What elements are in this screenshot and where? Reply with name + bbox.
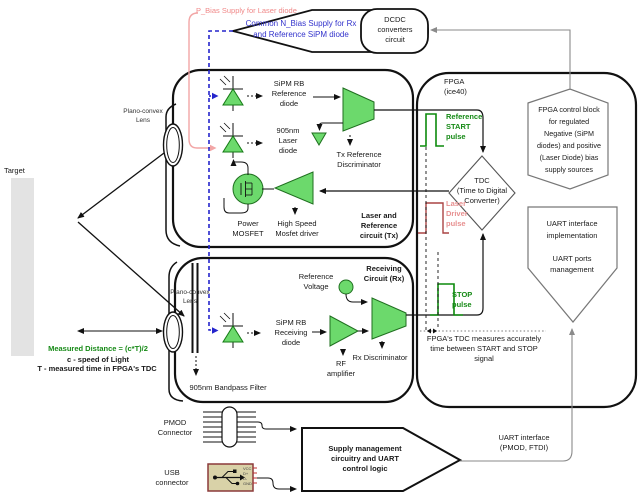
source-wire — [223, 198, 249, 214]
sipm-rx-label: SiPM RB Receiving diode — [274, 318, 308, 347]
uart-block-label: UART interface implementation UART ports… — [546, 219, 598, 274]
power-mosfet — [232, 173, 264, 205]
beam-out — [77, 149, 169, 219]
power-mosfet-label: Power MOSFET — [232, 219, 264, 238]
rx-discriminator-label: Rx Discriminator — [352, 353, 408, 362]
usb-pin-labels: VCC D+ D- GND — [243, 466, 252, 486]
distance-formula: Measured Distance = (c*T)/2 — [48, 344, 148, 353]
tdc-label: TDC (Time to Digital Converter) — [456, 176, 508, 205]
rx-title: Receiving Circuit (Rx) — [363, 264, 405, 283]
stop-pulse-label: STOP pulse — [452, 290, 473, 309]
laser-pulse-waveform — [418, 202, 449, 234]
pmod-symbol — [203, 406, 256, 448]
pmod-wire — [251, 421, 297, 432]
usb-symbol — [207, 463, 257, 492]
measured-distance-arrow — [77, 328, 163, 334]
timing-marks — [420, 147, 546, 334]
dcdc-box — [360, 8, 429, 54]
tdc-diamond — [448, 155, 516, 231]
sipm-receiving-diode — [219, 312, 244, 348]
tx-discriminator-label: Tx Reference Discriminator — [336, 150, 382, 169]
lens1-label: Plano-convex Lens — [123, 108, 163, 124]
usb-label: USB connector — [155, 468, 189, 487]
uart-link-line — [460, 328, 575, 462]
stop-signal-line — [406, 233, 486, 316]
optics-line-top — [165, 103, 181, 247]
n-bias-label: Common N_Bias Supply for Rx and Referenc… — [245, 19, 357, 39]
uart-interface-label: UART interface (PMOD, FTDI) — [498, 433, 550, 452]
laser-pulse-label: Laser Driver pulse — [446, 199, 468, 228]
drain-wire — [230, 159, 249, 175]
start-pulse-waveform — [420, 113, 444, 147]
distance-c-note: c - speed of Light — [66, 355, 130, 364]
p-bias-label: P_Bias Supply for Laser diode — [196, 6, 297, 15]
rf-amplifier-shape — [329, 315, 360, 347]
laser-diode — [219, 122, 244, 158]
tx-title: Laser and Reference circuit (Tx) — [359, 211, 399, 240]
bandpass-label: 905nm Bandpass Filter — [189, 383, 267, 392]
lens-top — [162, 123, 184, 167]
laser-diode-label: 905nm Laser diode — [276, 126, 300, 155]
tx-discriminator-shape — [342, 87, 375, 132]
start-signal-line — [374, 109, 486, 153]
dcdc-control-line — [430, 27, 571, 90]
rf-amplifier-label: RF amplifier — [326, 359, 356, 378]
bandpass-filter — [191, 263, 199, 376]
reference-voltage-node — [338, 279, 354, 295]
lens2-label: Plano-convex Lens — [170, 289, 210, 305]
distance-t-note: T - measured time in FPGA's TDC — [37, 364, 157, 373]
lens-bottom — [162, 311, 184, 353]
pmod-label: PMOD Connector — [157, 418, 193, 437]
refv-wire — [345, 293, 368, 305]
supply-pentagon — [301, 427, 463, 492]
uart-block-pentagon — [527, 206, 618, 323]
tx-disc-lower-input — [316, 122, 343, 131]
fpga-label: FPGA (ice40) — [444, 77, 467, 96]
n-bias-line — [208, 30, 233, 334]
supply-label: Supply management circuitry and UART con… — [328, 444, 402, 473]
tdc-note: FPGA's TDC measures accurately time betw… — [426, 334, 542, 363]
target-bar — [11, 178, 34, 356]
sipm-reference-diode — [219, 75, 244, 111]
beam-return — [77, 221, 185, 317]
start-pulse-label: Reference START pulse — [446, 112, 483, 141]
p-bias-line — [188, 12, 217, 152]
stop-pulse-waveform — [430, 283, 463, 316]
target-label: Target — [4, 166, 25, 175]
sipm-ref-label: SiPM RB Reference diode — [271, 79, 307, 108]
usb-wire — [257, 477, 297, 492]
rx-discriminator-shape — [371, 297, 407, 340]
driver-label: High Speed Mosfet driver — [275, 219, 319, 238]
fpga-control-block-label: FPGA control block for regulated Negativ… — [537, 105, 601, 174]
tx-threshold-triangle — [311, 132, 327, 146]
dcdc-label: DCDC converters circuit — [377, 15, 413, 44]
reference-voltage-label: Reference Voltage — [298, 272, 334, 291]
mosfet-driver-shape — [273, 171, 314, 205]
